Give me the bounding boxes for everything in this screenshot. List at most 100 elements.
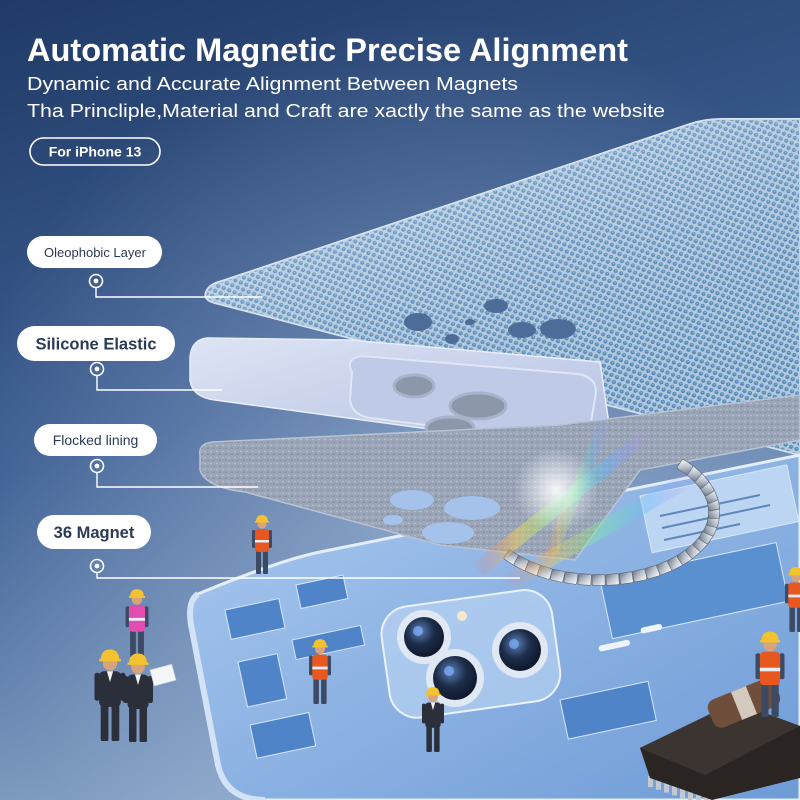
target-marker-dot	[93, 278, 99, 284]
page-title: Automatic Magnetic Precise Alignment	[27, 32, 628, 68]
chip-pin	[656, 778, 661, 790]
mesh-camera-hole	[508, 322, 536, 338]
callout-pill	[34, 424, 157, 456]
model-badge: For iPhone 13	[29, 137, 161, 166]
flocked-lining-layer	[199, 394, 800, 561]
worker-arm	[779, 653, 785, 680]
callout-pill	[37, 515, 151, 549]
mesh-camera-hole	[465, 319, 475, 325]
hard-hat-icon	[761, 631, 779, 642]
worker-arm	[755, 653, 761, 680]
phone	[187, 453, 800, 800]
circuit-block	[249, 711, 317, 759]
worker-torso	[425, 702, 441, 728]
worker-shirt	[106, 671, 114, 683]
callout-magnet: 36 Magnet	[37, 515, 520, 579]
oleophobic-mesh-layer	[204, 118, 800, 457]
magnet-ring	[503, 459, 720, 586]
hard-hat-icon	[130, 589, 144, 598]
worker-leg	[797, 605, 800, 632]
worker-arm	[125, 606, 130, 628]
lens-glint	[413, 626, 423, 636]
hard-hat-brim	[99, 658, 121, 662]
mesh-camera-hole	[445, 334, 459, 344]
hard-hat-brim	[127, 662, 149, 665]
worker-figure	[422, 687, 444, 752]
circuit-block	[291, 624, 366, 661]
magnet-segment	[605, 573, 620, 586]
hard-hat-brim	[128, 596, 146, 598]
worker-leg	[129, 706, 137, 742]
worker-vest-stripe	[312, 666, 328, 670]
callout-leader-line	[95, 288, 262, 298]
hard-hat-icon	[426, 687, 440, 695]
worker-leg	[771, 682, 779, 717]
callout-flocked: Flocked lining	[34, 424, 258, 488]
hard-hat-brim	[312, 645, 328, 648]
target-marker-icon	[88, 273, 104, 289]
worker-arm	[268, 530, 272, 548]
hard-hat-brim	[255, 521, 269, 523]
worker-leg	[138, 629, 144, 657]
target-marker-icon	[89, 458, 105, 474]
callout-oleophobic: Oleophobic Layer	[27, 236, 262, 298]
hard-hat-brim	[759, 640, 781, 643]
magnet-segment	[563, 571, 579, 585]
mesh-camera-hole	[484, 299, 508, 313]
worker-shirt	[135, 674, 141, 685]
worker-figure	[785, 567, 800, 632]
magnet-segment	[577, 573, 592, 586]
circuit-block	[237, 653, 288, 708]
chip-component-band	[730, 686, 758, 720]
target-marker-dot	[94, 366, 100, 372]
worker-arm	[123, 676, 129, 703]
magnet-segment	[550, 568, 566, 583]
hard-hat-icon	[100, 649, 120, 661]
chip-pin	[648, 776, 653, 787]
model-badge-label: For iPhone 13	[49, 144, 142, 160]
subtitle-line-2: Tha Princliple,Material and Craft are xa…	[27, 101, 665, 121]
worker-vest-stripe	[128, 617, 146, 621]
hard-hat-brim	[425, 693, 441, 696]
mesh-camera-hole	[404, 313, 432, 331]
blueprint-paper	[149, 663, 177, 687]
chip-top-face	[640, 702, 800, 775]
worker-figure	[755, 631, 785, 717]
worker-figure	[309, 639, 331, 704]
flocked-camera-hole	[383, 515, 403, 525]
camera-lens	[492, 622, 548, 678]
callout-leader-line	[96, 376, 222, 391]
worker-torso	[127, 674, 149, 709]
worker-arm	[440, 703, 444, 724]
callout-pill	[27, 236, 162, 268]
worker-arm	[94, 672, 100, 701]
worker-vest-stripe	[759, 667, 781, 672]
model-badge-outline	[29, 137, 161, 166]
flocked-camera-hole	[422, 522, 474, 544]
side-button	[598, 639, 630, 652]
worker-figures	[94, 515, 800, 752]
camera-lens	[397, 610, 451, 664]
worker-leg	[256, 550, 261, 574]
worker-leg	[321, 677, 327, 704]
magnet-segment	[618, 571, 634, 585]
worker-figure	[125, 589, 149, 657]
flare-glow	[514, 448, 598, 532]
callout-label: Silicone Elastic	[35, 336, 156, 354]
worker-figure	[252, 515, 272, 574]
callout-label: 36 Magnet	[54, 524, 135, 542]
light-flare	[470, 420, 700, 588]
worker-leg	[100, 703, 109, 741]
mesh-shading	[205, 119, 800, 455]
worker-arm	[309, 655, 313, 676]
target-marker-dot	[94, 463, 100, 469]
mesh-camera-hole	[540, 319, 576, 339]
target-marker-dot	[94, 563, 100, 569]
worker-leg	[761, 682, 769, 717]
worker-leg	[139, 706, 147, 742]
lens-glass	[433, 656, 477, 700]
chip-pin	[672, 784, 677, 796]
magnet-segment	[591, 574, 606, 586]
subtitle-line-1: Dynamic and Accurate Alignment Between M…	[27, 74, 518, 94]
